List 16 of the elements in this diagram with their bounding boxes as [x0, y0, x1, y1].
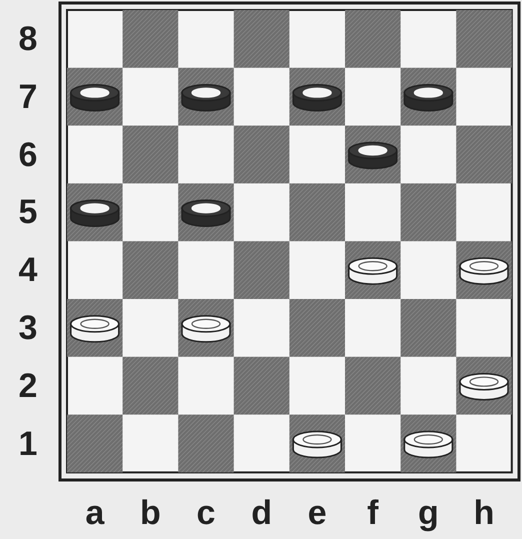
- rank-label: 7: [18, 80, 38, 114]
- rank-label: 3: [18, 310, 38, 345]
- file-label: a: [84, 496, 106, 530]
- file-label: b: [139, 496, 162, 530]
- file-label: d: [250, 496, 273, 530]
- rank-label: 8: [18, 22, 38, 56]
- rank-label: 1: [18, 426, 38, 460]
- rank-label: 2: [18, 368, 38, 403]
- file-label: f: [366, 496, 380, 530]
- rank-label: 5: [18, 195, 38, 230]
- file-label: g: [417, 496, 440, 530]
- rank-label: 6: [18, 138, 38, 172]
- file-label: h: [472, 496, 496, 530]
- file-label: c: [196, 496, 216, 530]
- rank-label: 4: [18, 253, 38, 288]
- file-label: e: [306, 496, 328, 530]
